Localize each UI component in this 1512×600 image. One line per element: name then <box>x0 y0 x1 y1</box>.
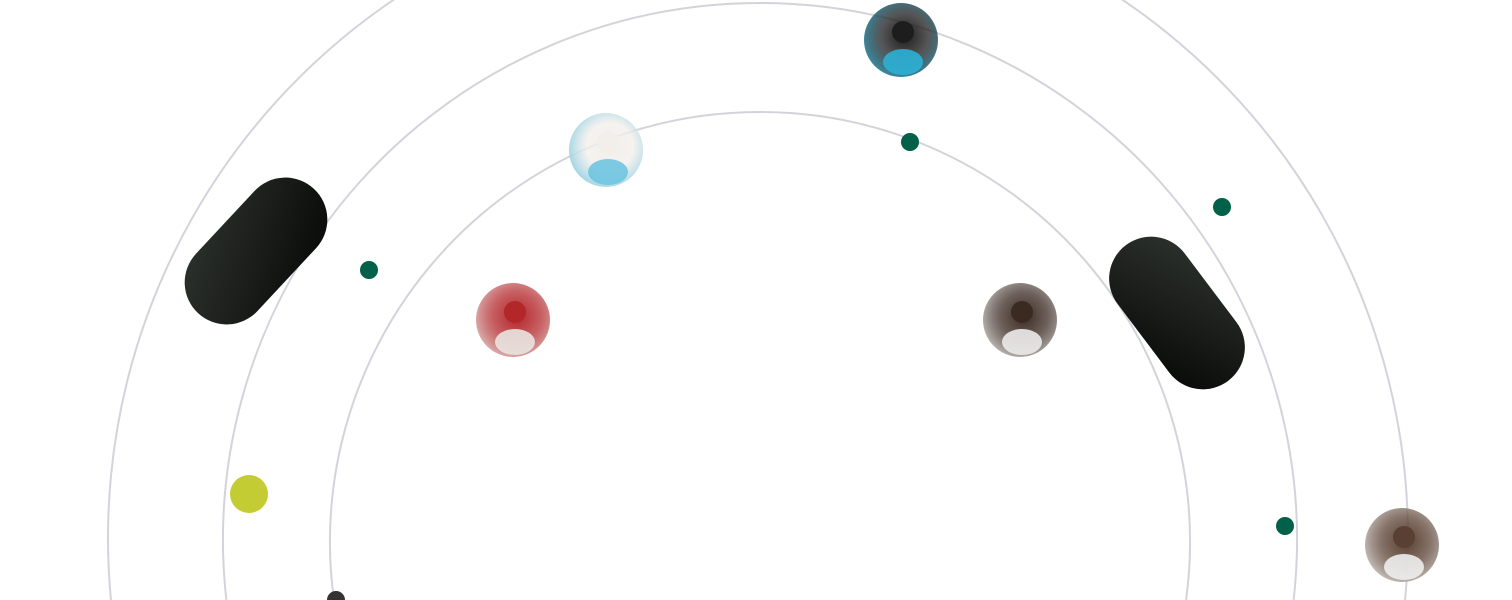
dark-pill-left <box>184 177 328 325</box>
avatar-woman-sky <box>569 113 643 187</box>
avatar-man-phone <box>864 3 938 77</box>
green-dot <box>360 261 378 279</box>
green-dot <box>901 133 919 151</box>
middle-orbit <box>222 2 1298 600</box>
green-dot <box>1276 517 1294 535</box>
avatar-doctor <box>983 283 1057 357</box>
yellow-dot <box>230 475 268 513</box>
outer-orbit <box>107 0 1409 600</box>
dark-dot-partial <box>327 591 345 600</box>
dark-pill-right <box>1109 236 1245 390</box>
green-dot <box>1213 198 1231 216</box>
avatar-two-women <box>476 283 550 357</box>
inner-orbit <box>329 111 1191 600</box>
avatar-doctor-stethoscope <box>1365 508 1439 582</box>
